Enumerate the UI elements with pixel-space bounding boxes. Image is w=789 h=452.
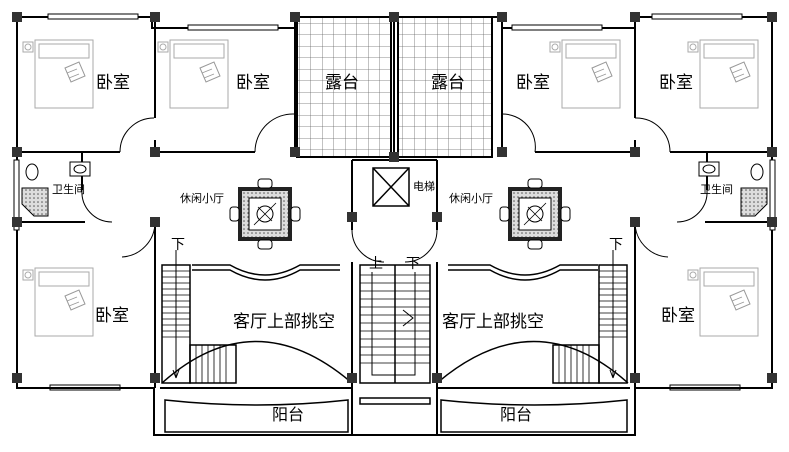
balconies — [164, 397, 628, 433]
stair-right — [552, 250, 628, 384]
label-balcony-right: 阳台 — [500, 405, 533, 424]
bed-top-right — [687, 39, 759, 109]
label-bathroom-left: 卫生间 — [52, 183, 85, 196]
label-bathroom-right: 卫生间 — [700, 183, 733, 196]
bed-top-right-2 — [549, 39, 621, 109]
label-bedroom-6: 卧室 — [661, 306, 695, 326]
lounge-table-right — [499, 178, 571, 250]
void-edges — [161, 264, 629, 384]
terrace-left-tiles — [296, 16, 392, 158]
bed-top-left — [22, 39, 94, 109]
interior-walls — [17, 17, 772, 435]
label-bedroom-2: 卧室 — [236, 73, 270, 93]
label-down-right: 下 — [609, 237, 623, 253]
label-up-center: 上 — [369, 256, 383, 272]
bed-top-left-2 — [157, 39, 229, 109]
bed-bottom-right — [687, 267, 759, 337]
label-lounge-right: 休闲小厅 — [449, 192, 493, 205]
bathroom-left-fixtures — [21, 161, 91, 217]
label-elevator: 电梯 — [413, 180, 435, 193]
bed-bottom-left — [22, 267, 94, 337]
label-bedroom-3: 卧室 — [516, 73, 550, 93]
columns — [12, 12, 777, 383]
label-balcony-left: 阳台 — [272, 405, 305, 424]
terrace-right-tiles — [397, 16, 493, 158]
label-bedroom-1: 卧室 — [96, 73, 130, 93]
label-terrace-left: 露台 — [325, 73, 359, 93]
door-swings — [81, 113, 708, 263]
label-bedroom-5: 卧室 — [95, 306, 129, 326]
stair-center — [359, 264, 431, 384]
label-lounge-left: 休闲小厅 — [180, 192, 224, 205]
elevator-shaft — [372, 167, 410, 207]
label-down-left: 下 — [171, 237, 185, 253]
label-bedroom-4: 卧室 — [659, 73, 693, 93]
label-living-void-right: 客厅上部挑空 — [442, 312, 544, 332]
label-down-center: 下 — [406, 256, 420, 272]
stair-left — [161, 250, 237, 384]
bathroom-right-fixtures — [698, 161, 768, 217]
lounge-table-left — [229, 178, 301, 250]
label-living-void-left: 客厅上部挑空 — [233, 312, 335, 332]
label-terrace-right: 露台 — [431, 73, 465, 93]
